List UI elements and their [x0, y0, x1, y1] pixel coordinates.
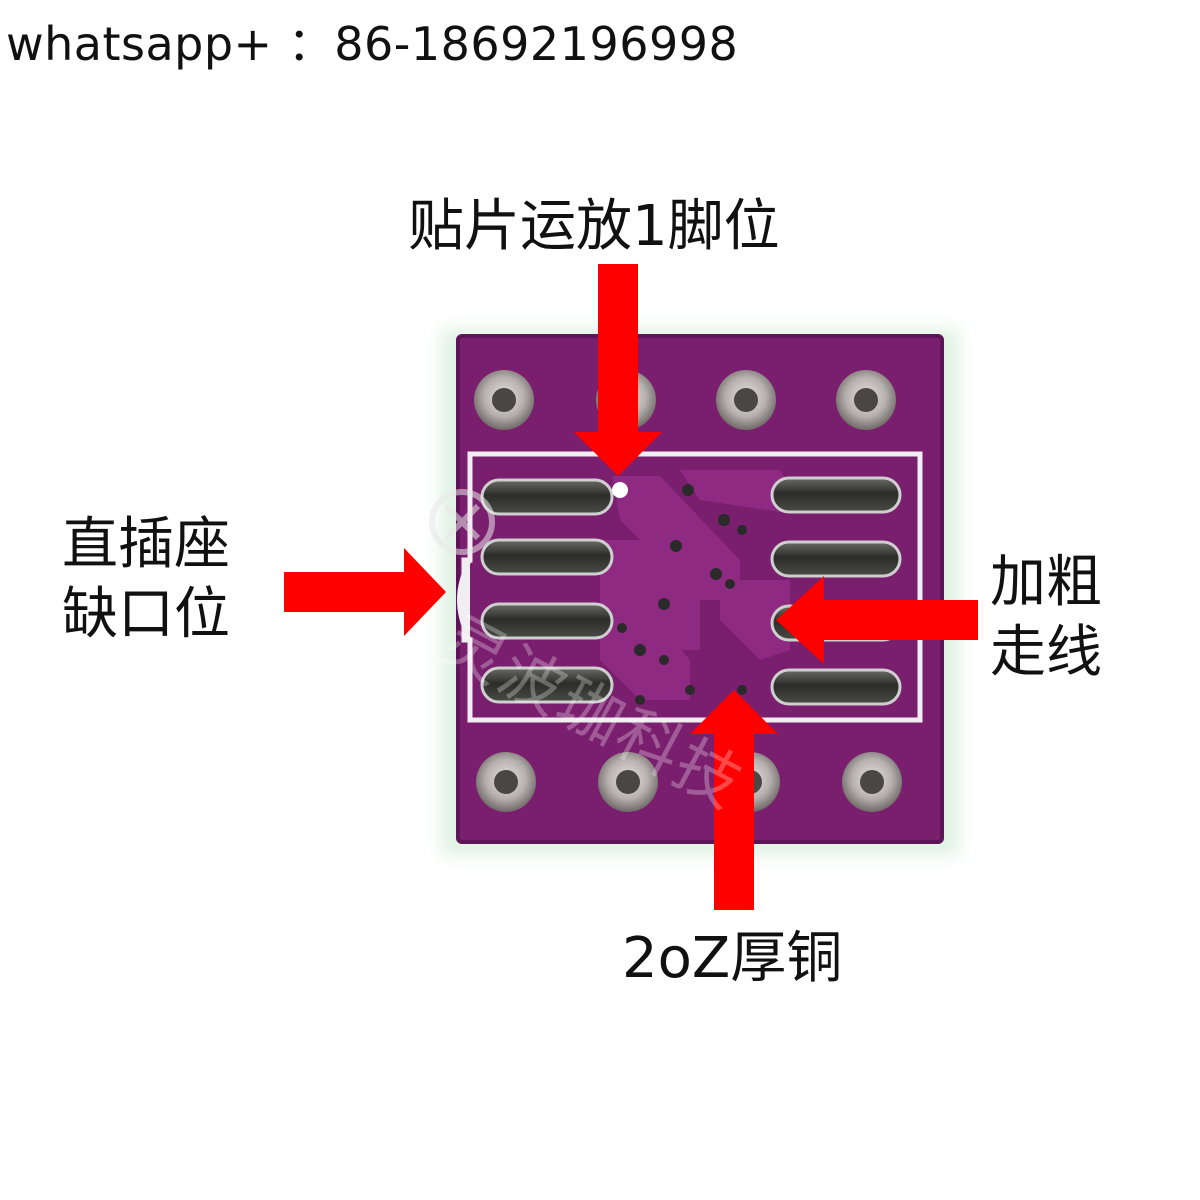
red-arrow-icon: [776, 576, 978, 664]
label-thick-traces: 加粗 走线: [990, 548, 1102, 688]
pin1-marker: [612, 482, 628, 498]
label-thick-traces-line1: 加粗: [990, 550, 1102, 615]
red-arrow-icon: [574, 264, 662, 476]
label-copper-weight: 2oZ厚铜: [622, 926, 843, 991]
red-arrow-icon: [284, 548, 446, 636]
dip-notch: [457, 559, 472, 641]
label-thick-traces-line2: 走线: [990, 620, 1102, 685]
vias: [617, 484, 747, 705]
label-dip-notch-line2: 缺口位: [62, 582, 230, 647]
label-smd-pin1: 贴片运放1脚位: [408, 194, 780, 259]
circle-logo-icon: [429, 489, 495, 555]
label-dip-notch: 直插座 缺口位: [62, 510, 230, 650]
contact-line: whatsapp+ ：86-18692196998: [6, 17, 739, 71]
smd-pads-left: [480, 478, 614, 704]
label-dip-notch-line1: 直插座: [62, 512, 230, 577]
red-arrow-icon: [690, 690, 778, 910]
